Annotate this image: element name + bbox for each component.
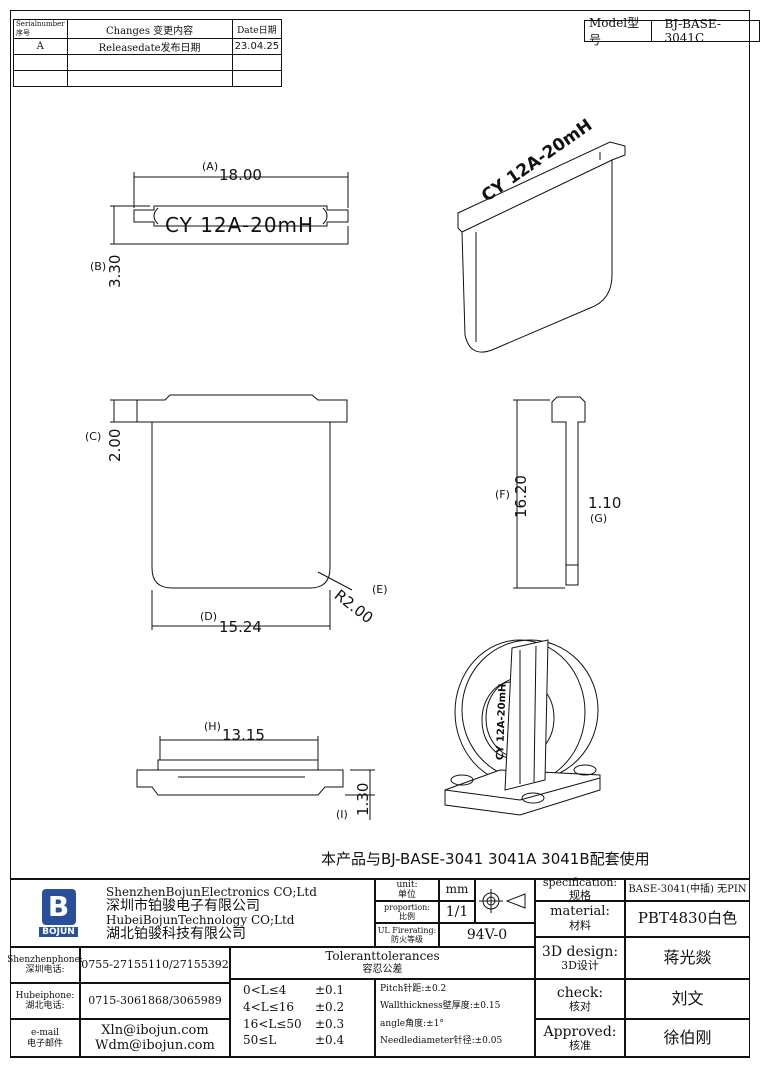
email-1: Xln@ibojun.com (101, 1022, 209, 1038)
proportion-value: 1/1 (439, 901, 475, 923)
ul-label-cn: 防火等级 (391, 935, 423, 944)
dim-g-value: 1.10 (588, 494, 622, 512)
unit-label: unit: (396, 879, 418, 890)
spec-tolerances: Pitch针距:±0.2 Wallthickness壁厚度:±0.15 angl… (375, 979, 535, 1058)
toroid-assembly (444, 639, 601, 816)
dim-i-tag: (I) (336, 808, 348, 821)
title-block: B BOJUN ShenzhenBojunElectronics CO;Ltd … (7, 876, 750, 1058)
model-value: BJ-BASE-3041C (664, 17, 721, 45)
dim-b-value: 3.30 (106, 254, 124, 288)
projection-symbol-icon (475, 879, 535, 923)
technical-drawing (110, 141, 626, 820)
logo: B BOJUN (11, 880, 106, 946)
hb-phone-label: Hubeiphone: (15, 990, 75, 1001)
spec-label: specification: (542, 876, 618, 890)
model-box: Model型号 BJ-BASE-3041C (584, 16, 760, 47)
design-label-cn: 3D设计 (561, 958, 599, 972)
email-label: e-mail (30, 1028, 60, 1039)
part-marking-top: CY 12A-20mH (165, 213, 315, 237)
spec-pitch: Pitch针距:±0.2 (380, 984, 447, 994)
company-cn-1: 深圳市铂骏电子有限公司 (106, 898, 260, 914)
spec-value: BASE-3041(中插) 无PIN (625, 879, 750, 901)
dim-f-tag: (F) (495, 488, 510, 501)
dim-d-value: 15.24 (219, 618, 262, 636)
rev-cell (66, 70, 233, 87)
tolerance-table: 0<L≤4 ±0.1 4<L≤16 ±0.2 16<L≤50 ±0.3 50≤L ±0.… (230, 979, 375, 1058)
spec-needle: Needlediameter针径:±0.05 (380, 1036, 503, 1047)
dim-c-tag: (C) (85, 430, 102, 443)
design-value: 蒋光燚 (625, 937, 750, 979)
company-en-1: ShenzhenBojunElectronics CO;Ltd (106, 885, 317, 899)
tol-range: 50≤L (243, 1033, 277, 1048)
tol-range: 0<L≤4 (243, 983, 287, 997)
revision-table: Serialnumber序号 Changes 变更内容 Date日期 A Rel… (13, 19, 283, 87)
tol-value: ±0.1 (315, 983, 345, 997)
bottom-view (136, 736, 375, 820)
dim-b-tag: (B) (90, 260, 107, 273)
design-label: 3D design: (541, 943, 619, 960)
company-cn-2: 湖北铂骏科技有限公司 (106, 926, 246, 942)
company-cell: B BOJUN ShenzhenBojunElectronics CO;Ltd … (10, 879, 375, 947)
logo-mark-icon: B (41, 888, 76, 925)
unit-value: mm (439, 879, 475, 901)
spec-wall: Wallthickness壁厚度:±0.15 (380, 1001, 501, 1012)
dim-h-tag: (H) (204, 720, 221, 733)
spec-angle: angle角度:±1° (380, 1018, 444, 1029)
tol-value: ±0.2 (315, 999, 345, 1014)
dim-g-tag: (G) (590, 512, 608, 525)
approved-label: Approved: (543, 1024, 617, 1041)
top-view (110, 172, 349, 245)
dim-d-tag: (D) (200, 610, 218, 623)
email-2: Wdm@ibojun.com (95, 1037, 215, 1053)
hb-phone-label-cn: 湖北电话: (25, 1001, 65, 1011)
ul-value: 94V-0 (439, 923, 535, 947)
proportion-label: proportion: (384, 902, 430, 912)
check-value: 刘文 (625, 979, 750, 1019)
tolerance-title: Toleranttolerances (325, 949, 440, 964)
dim-a-tag: (A) (202, 160, 219, 173)
sz-phone-value: 0755-27155110/27155392 (80, 947, 230, 983)
front-view (110, 394, 353, 630)
iso-view (457, 141, 626, 353)
dim-i-value: 1.30 (354, 782, 372, 816)
dim-h-value: 13.15 (222, 726, 265, 744)
material-value: PBT4830白色 (625, 901, 750, 937)
tol-value: ±0.4 (315, 1033, 345, 1048)
check-label-cn: 核对 (569, 999, 591, 1013)
tol-value: ±0.3 (315, 1016, 345, 1031)
rev-cell (231, 70, 283, 87)
material-label: material: (550, 904, 610, 920)
drawing-frame (10, 10, 750, 1057)
dim-f-value: 16.20 (512, 475, 530, 518)
material-label-cn: 材料 (569, 919, 591, 933)
proportion-label-cn: 比例 (399, 912, 415, 921)
sz-phone-label-cn: 深圳电话: (25, 965, 65, 975)
ul-label: UL Firerating: (377, 925, 437, 935)
company-en-2: HubeiBojunTechnology CO;Ltd (106, 913, 295, 927)
logo-text: BOJUN (39, 926, 78, 938)
check-label: check: (556, 984, 604, 1001)
side-view (513, 396, 586, 589)
tol-range: 16<L≤50 (243, 1016, 302, 1031)
tol-range: 4<L≤16 (243, 999, 294, 1014)
spec-label-cn: 规格 (569, 889, 591, 902)
unit-label-cn: 单位 (397, 890, 416, 900)
sz-phone-label: Shenzhenphone: (7, 954, 83, 965)
hb-phone-value: 0715-3061868/3065989 (80, 983, 230, 1019)
dim-c-value: 2.00 (106, 428, 124, 462)
approved-label-cn: 核准 (569, 1039, 591, 1053)
dim-a-value: 18.00 (219, 166, 262, 184)
email-label-cn: 电子邮件 (26, 1038, 63, 1049)
model-label: Model型号 (589, 16, 640, 47)
approved-value: 徐伯刚 (625, 1019, 750, 1058)
usage-note: 本产品与BJ-BASE-3041 3041A 3041B配套使用 (321, 850, 650, 868)
tolerance-title-cn: 容忍公差 (362, 964, 403, 976)
dim-e-tag: (E) (372, 583, 388, 596)
